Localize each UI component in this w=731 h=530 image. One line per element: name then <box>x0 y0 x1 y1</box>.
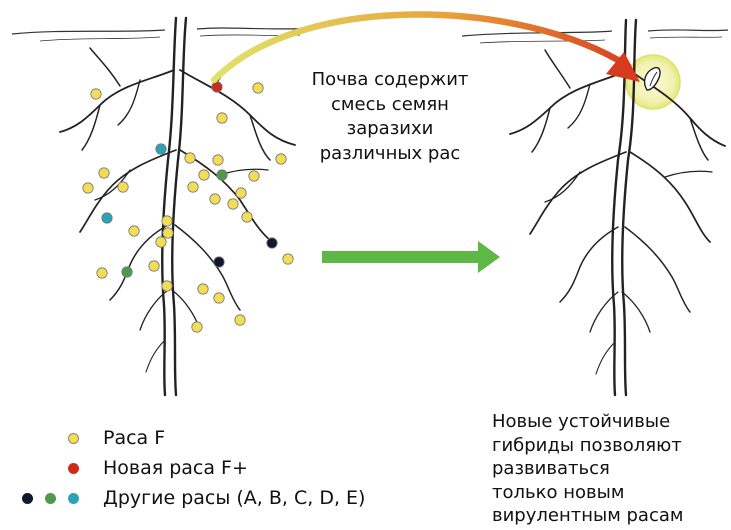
outcome-line: вирулентным расам <box>492 504 728 528</box>
soil-description: Почва содержит смесь семян заразихи разл… <box>290 68 490 166</box>
seed-dot-icon <box>68 433 79 444</box>
legend-item-new-race: Новая раса F+ <box>0 455 440 483</box>
seed-dot-race-f <box>185 153 195 163</box>
outcome-line: гибриды позволяют <box>492 434 728 458</box>
seed-dot-race-f <box>91 89 101 99</box>
seed-dot-race-f <box>99 168 109 178</box>
seed-dot-other-race <box>214 257 224 267</box>
soil-surface-right <box>462 30 728 43</box>
seed-dot-race-f <box>217 113 227 123</box>
outcome-line: Новые устойчивые <box>492 410 728 434</box>
seed-dot-race-f <box>235 315 245 325</box>
seed-dot-icon <box>68 493 79 504</box>
seed-dot-race-f <box>162 281 172 291</box>
seed-dot-icon <box>68 463 79 474</box>
seed-dot-race-f <box>213 155 223 165</box>
seed-dot-race-f <box>192 322 202 332</box>
seed-dot-other-race <box>102 213 112 223</box>
outcome-description: Новые устойчивые гибриды позволяют разви… <box>492 410 728 528</box>
soil-description-line: заразихи <box>290 117 490 142</box>
root-system-left <box>60 18 295 395</box>
seed-dot-race-f <box>214 293 224 303</box>
seed-dot-race-f <box>163 228 173 238</box>
soil-description-line: смесь семян <box>290 93 490 118</box>
seed-dot-race-f <box>276 154 286 164</box>
seed-dot-other-race <box>122 267 132 277</box>
soil-description-line: Почва содержит <box>290 68 490 93</box>
legend-item-other-races: Другие расы (A, B, C, D, E) <box>0 485 440 513</box>
legend-label: Другие расы (A, B, C, D, E) <box>103 487 365 509</box>
legend-label: Раса F <box>103 427 165 449</box>
outcome-line: только новым <box>492 481 728 505</box>
seed-dot-race-f <box>129 226 139 236</box>
seed-dot-race-f <box>97 268 107 278</box>
outcome-line: развиваться <box>492 457 728 481</box>
seed-dot-race-f <box>249 171 259 181</box>
seed-dot-race-f <box>198 284 208 294</box>
legend-label: Новая раса F+ <box>103 457 248 479</box>
straight-arrow-icon <box>322 241 500 273</box>
seed-dot-other-race <box>267 238 277 248</box>
seed-dot-icon <box>22 493 33 504</box>
seed-dot-race-f <box>236 188 246 198</box>
seed-dot-other-race <box>217 170 227 180</box>
seed-dot-race-f <box>162 216 172 226</box>
seed-dot-race-f <box>228 199 238 209</box>
seed-dot-new-race-f-plus <box>212 82 222 92</box>
seed-dot-race-f <box>242 212 252 222</box>
seed-dot-race-f <box>210 194 220 204</box>
soil-description-line: различных рас <box>290 142 490 167</box>
seed-dot-race-f <box>83 183 93 193</box>
seed-dot-race-f <box>253 83 263 93</box>
seed-dot-race-f <box>283 254 293 264</box>
seed-dot-icon <box>45 493 56 504</box>
seed-dot-race-f <box>188 182 198 192</box>
seed-dot-other-race <box>156 144 166 154</box>
seed-dot-race-f <box>156 237 166 247</box>
seed-dot-race-f <box>199 170 209 180</box>
seed-dot-race-f <box>149 261 159 271</box>
seed-dot-race-f <box>118 182 128 192</box>
legend-item-race-f: Раса F <box>0 425 440 453</box>
